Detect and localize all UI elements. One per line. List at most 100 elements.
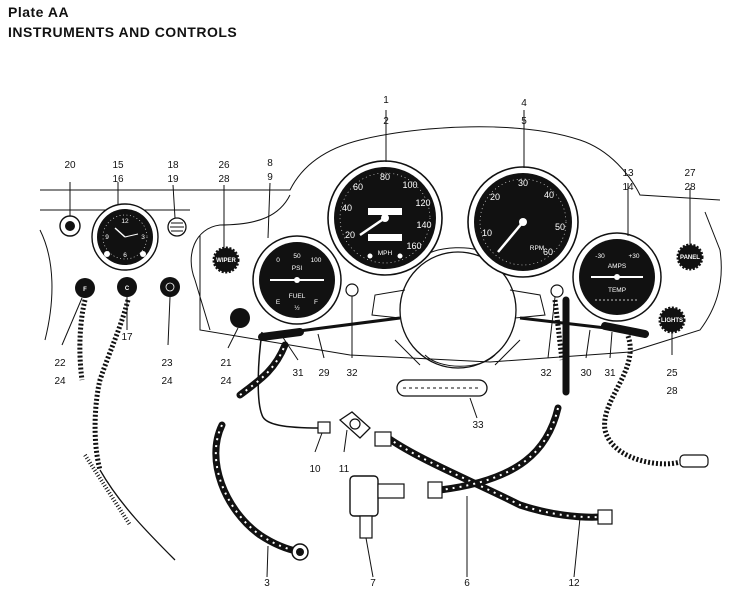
speed-tick-80: 80	[380, 172, 390, 182]
plate-heading: INSTRUMENTS AND CONTROLS	[8, 24, 238, 40]
fan-knob-letter: F	[83, 287, 87, 293]
rpm-tick-30: 30	[518, 178, 528, 188]
oil-tick-100: 100	[311, 257, 322, 264]
oil-fuel-gauge: 0 50 100 PSI FUEL E ½ F	[252, 235, 342, 325]
right-stalk-wire	[602, 335, 709, 468]
ammeter-label: AMPS	[608, 263, 627, 270]
callout-33: 33	[472, 420, 484, 431]
callout-5: 5	[521, 116, 527, 127]
clock-gauge: 12 3 6 9	[91, 203, 159, 271]
callout-22: 22	[54, 358, 66, 369]
callout-28-a: 28	[218, 174, 230, 185]
callout-20: 20	[64, 160, 76, 171]
callout-12: 12	[568, 578, 580, 589]
callout-10: 10	[309, 464, 321, 475]
callout-27: 27	[684, 168, 696, 179]
callout-25: 25	[666, 368, 678, 379]
clock-numeral-3: 3	[141, 234, 145, 241]
panel-knob-label: PANEL	[680, 255, 700, 261]
callout-29: 29	[318, 368, 330, 379]
choke-knob: C	[117, 277, 137, 297]
clock-adjuster-knob	[167, 217, 187, 237]
speedometer-unit: MPH	[378, 250, 393, 257]
panel-knob: PANEL	[676, 243, 704, 271]
rpm-tick-20: 20	[490, 192, 500, 202]
tachometer-unit: RPM	[530, 245, 544, 252]
callout-9: 9	[267, 172, 273, 183]
rpm-tick-50: 50	[555, 222, 565, 232]
callout-1: 1	[383, 95, 389, 106]
callout-24-c: 24	[220, 376, 232, 387]
speed-tick-120: 120	[415, 198, 430, 208]
callout-7: 7	[370, 578, 376, 589]
tacho-drive-cable	[236, 341, 289, 399]
speed-tick-160: 160	[406, 241, 421, 251]
callout-18: 18	[167, 160, 179, 171]
fuel-tick-half: ½	[294, 304, 300, 312]
callout-6: 6	[464, 578, 470, 589]
callout-31-a: 31	[292, 368, 304, 379]
warning-light-strip	[396, 379, 488, 397]
panel-light-switch	[59, 215, 81, 237]
left-wiring-loom	[77, 299, 176, 561]
ignition-knob	[230, 308, 250, 328]
callout-2: 2	[383, 116, 389, 127]
callout-24-a: 24	[54, 376, 66, 387]
fuel-tick-e: E	[276, 299, 281, 306]
heater-knob	[160, 277, 180, 297]
callout-15: 15	[112, 160, 124, 171]
fuel-gauge-label: FUEL	[289, 293, 306, 300]
amps-tick-minus: -30	[595, 253, 605, 260]
lights-knob-label: LIGHTS	[661, 318, 683, 324]
choke-knob-letter: C	[125, 286, 130, 292]
callout-32-b: 32	[540, 368, 552, 379]
amps-tick-plus: +30	[628, 253, 639, 260]
callout-31-b: 31	[604, 368, 616, 379]
right-cable	[427, 404, 562, 499]
callout-11: 11	[339, 464, 350, 475]
speed-tick-20: 20	[345, 230, 355, 240]
wiper-knob-label: WIPER	[216, 258, 236, 264]
oil-pressure-pipe	[257, 331, 331, 434]
gearbox-drive-unit	[349, 475, 405, 539]
oil-tick-0: 0	[276, 257, 280, 264]
clock-numeral-6: 6	[123, 252, 127, 259]
angle-drive-fitting	[338, 411, 371, 439]
clock-numeral-9: 9	[105, 234, 109, 241]
temp-gauge-label: TEMP	[608, 287, 626, 294]
rev-counter-cable	[374, 431, 613, 525]
oil-gauge-label: PSI	[292, 265, 303, 272]
speed-tick-60: 60	[353, 182, 363, 192]
callout-13: 13	[622, 168, 634, 179]
callout-19: 19	[167, 174, 179, 185]
callout-4: 4	[521, 98, 527, 109]
callout-23: 23	[161, 358, 173, 369]
speed-tick-100: 100	[402, 180, 417, 190]
control-levers	[258, 316, 649, 341]
callout-3: 3	[264, 578, 270, 589]
tachometer: 10 20 30 40 50 60 RPM	[467, 166, 579, 278]
callout-30: 30	[580, 368, 592, 379]
callout-8: 8	[267, 158, 273, 169]
callout-14: 14	[622, 182, 634, 193]
callout-28-c: 28	[666, 386, 678, 397]
callout-24-b: 24	[161, 376, 173, 387]
callout-26: 26	[218, 160, 230, 171]
clock-numeral-12: 12	[121, 218, 129, 225]
callout-21: 21	[220, 358, 232, 369]
plate-title: Plate AA	[8, 4, 70, 20]
rpm-tick-60: 60	[543, 247, 553, 257]
fascia-panel	[39, 126, 722, 363]
lights-knob: LIGHTS	[658, 306, 686, 334]
wiper-knob: WIPER	[212, 246, 240, 274]
callout-17: 17	[121, 332, 133, 343]
callout-32-a: 32	[346, 368, 358, 379]
speed-tick-40: 40	[342, 203, 352, 213]
rpm-tick-10: 10	[482, 228, 492, 238]
oil-tick-50: 50	[293, 253, 301, 260]
ammeter-temp-gauge: -30 +30 AMPS TEMP	[572, 232, 662, 322]
callout-numbers: 1 2 3 4 5 6 7 8 9 10 11 12 13 14 15 16 1…	[54, 95, 696, 589]
fan-switch-knob: F	[75, 278, 95, 298]
callout-28-b: 28	[684, 182, 696, 193]
